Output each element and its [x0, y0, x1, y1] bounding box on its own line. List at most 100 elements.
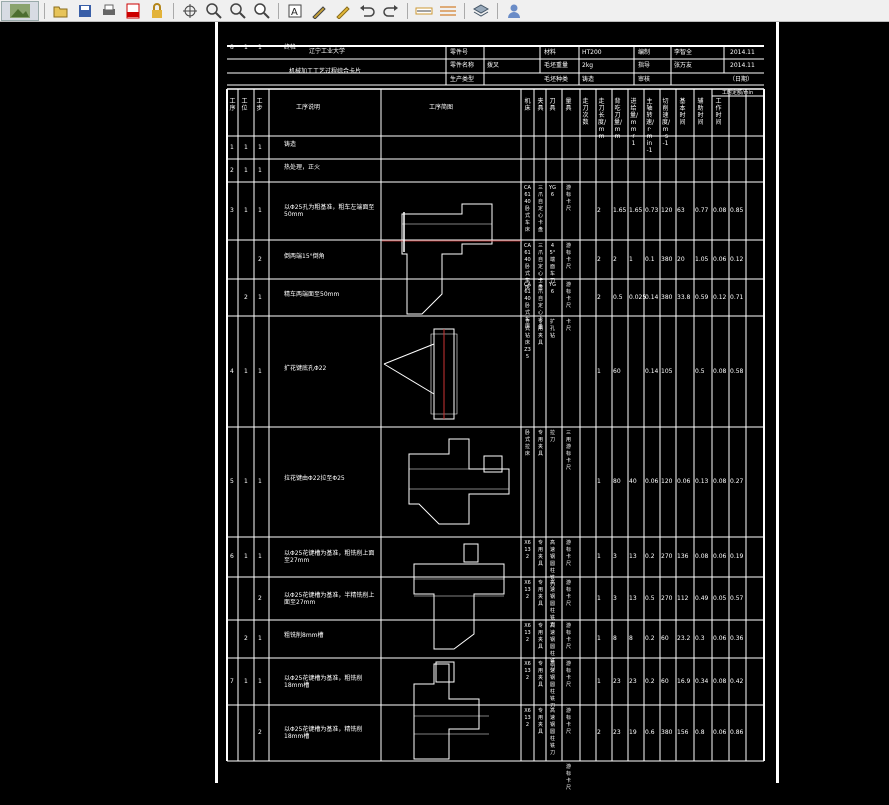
row-gauge: 游标卡尺: [565, 661, 571, 688]
row-value: 0.14: [645, 367, 659, 375]
row-step: 1: [258, 207, 262, 214]
col-header-cut: 背吃刀量/mm: [614, 98, 623, 140]
save-icon[interactable]: [74, 1, 96, 21]
row-value: 0.59: [695, 293, 709, 301]
row-value: 40: [629, 478, 637, 485]
row-machine: X6132: [524, 661, 531, 681]
row-value: 1: [597, 677, 601, 685]
row-position: 1: [244, 478, 248, 485]
highlighter-icon[interactable]: [332, 1, 354, 21]
process-card-grid: [226, 45, 765, 762]
user-icon[interactable]: [503, 1, 525, 21]
toolbar-separator: [44, 2, 45, 19]
row-value: 3: [613, 553, 617, 560]
row-op-number: 6: [230, 553, 234, 560]
row-value: 380: [661, 255, 673, 263]
pan-icon[interactable]: [179, 1, 201, 21]
sketch-op5-part: [408, 438, 510, 525]
row-value: 1: [629, 255, 633, 263]
row-value: 0.73: [645, 207, 659, 214]
row-op-number: 5: [230, 478, 234, 485]
row-tool: YG6: [549, 185, 556, 198]
row-value: 0.3: [695, 635, 705, 642]
header-blank-type-label: 毛坯种类: [544, 76, 569, 83]
row-value: 2: [597, 255, 601, 263]
row-value: 0.08: [713, 677, 727, 685]
row-gauge: 游标卡尺: [565, 282, 571, 309]
row-value: 1: [597, 367, 601, 375]
row-op-number: 7: [230, 677, 234, 685]
row-value: 20: [677, 255, 685, 263]
row-gauge: 游标卡尺: [565, 623, 571, 650]
row-value: 0.27: [730, 478, 744, 485]
toolbar-separator: [173, 2, 174, 19]
open-icon[interactable]: [50, 1, 72, 21]
row-machine: X6132: [524, 580, 531, 600]
row-value: 0.85: [730, 207, 744, 214]
row-value: 0.6: [645, 729, 655, 736]
row-value: 1.65: [613, 207, 627, 214]
row-op-number: 4: [230, 367, 234, 375]
row-value: 2: [597, 293, 601, 301]
measure-icon[interactable]: [437, 1, 459, 21]
row-tool: 拉刀: [549, 430, 555, 443]
row-machine: 卧式拉床: [524, 430, 530, 457]
row-gauge: 游标卡尺: [565, 708, 571, 735]
home-icon[interactable]: [1, 0, 39, 21]
dimension-icon[interactable]: [413, 1, 435, 21]
col-header-speed: 主轴转速/r·min-1: [646, 98, 655, 154]
header-school-name: 辽宁工业大学: [309, 48, 346, 55]
row-value: 0.2: [645, 635, 655, 642]
row-value: 0.06: [677, 478, 691, 485]
pen-icon[interactable]: [308, 1, 330, 21]
row-fixture: 三爪自定心卡盘: [537, 282, 543, 330]
row-value: 0.1: [645, 255, 655, 263]
sketch-op4-body: [383, 343, 435, 395]
row-value: 380: [661, 729, 673, 736]
layers-icon[interactable]: [470, 1, 492, 21]
row-value: 0.08: [713, 207, 727, 214]
col-header-install: 工位: [241, 98, 248, 112]
row-position: 2: [244, 293, 248, 301]
redo-icon[interactable]: [380, 1, 402, 21]
row-step: 1: [258, 553, 262, 560]
row-step: 2: [258, 729, 262, 736]
print-icon[interactable]: [98, 1, 120, 21]
zoom-window-icon[interactable]: [251, 1, 273, 21]
row-fixture: 专用夹具: [537, 623, 543, 650]
row-description: 拉花键由Φ22拉至Φ25: [284, 475, 345, 482]
row-fixture: 三爪自定心卡盘: [537, 243, 543, 291]
row-gauge: 游标卡尺: [565, 540, 571, 567]
row-value: 1: [597, 553, 601, 560]
col-header-basic_time: 基本时间: [679, 98, 686, 126]
col-header-feed: 进给量/mm·r-1: [630, 98, 639, 147]
row-value: 120: [661, 207, 673, 214]
col-header-machine: 机床: [524, 98, 531, 112]
header-part-name-label: 零件名称: [450, 62, 475, 69]
svg-text:A: A: [291, 7, 298, 18]
text-icon[interactable]: A: [284, 1, 306, 21]
zoom-in-icon[interactable]: [203, 1, 225, 21]
row-value: 2: [613, 255, 617, 263]
sketch-op4-outline: [430, 333, 458, 415]
row-value: 63: [677, 207, 685, 214]
row-value: 23: [613, 677, 621, 685]
lock-icon[interactable]: [146, 1, 168, 21]
header-part-name: 拨叉: [487, 62, 500, 69]
row-value: 16.9: [677, 677, 691, 685]
zoom-out-icon[interactable]: [227, 1, 249, 21]
row-value: 80: [613, 478, 621, 485]
header-part-no-label: 零件号: [450, 49, 469, 56]
row-position: 1: [244, 677, 248, 685]
row-tool: 高速钢圆柱铣刀: [549, 708, 555, 756]
row-fixture: 专用夹具: [537, 540, 543, 567]
pdf-icon[interactable]: [122, 1, 144, 21]
row-value: 2: [597, 729, 601, 736]
row-value: 0.57: [730, 594, 744, 602]
row-description: 精车两端面至50mm: [284, 290, 340, 298]
col-header-aux_time: 辅助时间: [697, 98, 704, 126]
row-description: 倒两端15°倒角: [284, 252, 325, 260]
undo-icon[interactable]: [356, 1, 378, 21]
col-header-gauge: 量具: [565, 98, 572, 112]
